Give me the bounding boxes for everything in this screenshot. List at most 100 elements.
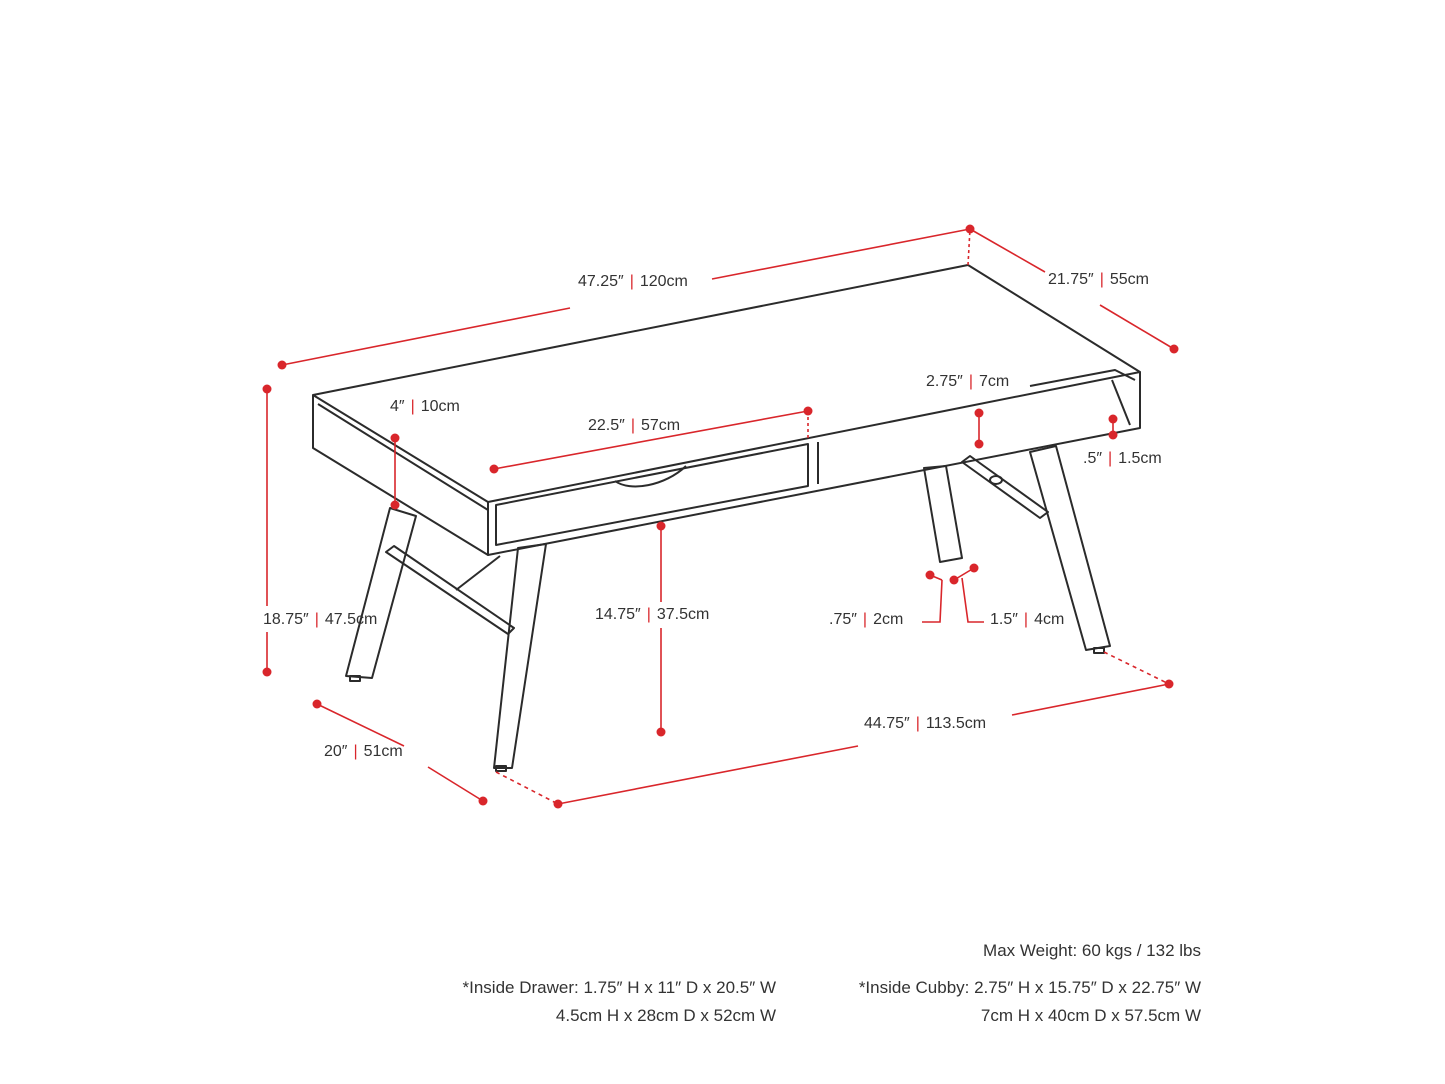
label-top-width: 47.25″ | 120cm: [578, 272, 688, 292]
front-left-leg: [493, 543, 547, 769]
label-apron-height: 4″|10cm: [390, 397, 460, 417]
dimension-dot: [656, 727, 666, 737]
cubby-opening: [1029, 369, 1136, 387]
dimension-dot: [974, 439, 984, 449]
drawer-handle: [614, 465, 687, 488]
back-right-leg: [923, 465, 963, 563]
dimension-dot: [1108, 414, 1118, 424]
dim-line-top-extension: [967, 228, 971, 266]
right-stretcher: [961, 455, 1049, 519]
separator: |: [314, 611, 319, 628]
inside-drawer-imperial: *Inside Drawer: 1.75″ H x 11″ D x 20.5″ …: [462, 978, 776, 997]
dimension-dot: [965, 224, 975, 234]
dimension-dot: [312, 699, 322, 709]
dimension-dot: [478, 796, 488, 806]
dimension-dot: [925, 570, 935, 580]
front-right-leg: [1029, 445, 1111, 651]
imperial-value: 14.75″: [595, 606, 641, 623]
cubby-back: [1111, 379, 1131, 426]
dim-line-top-width: [711, 228, 971, 280]
label-base-depth: 20″|51cm: [324, 742, 403, 762]
dim-line-base-depth: [316, 703, 405, 747]
inside-drawer-metric: 4.5cm H x 28cm D x 52cm W: [555, 1006, 776, 1025]
metric-value: 47.5cm: [324, 611, 378, 628]
label-leg-width: 1.5″ | 4cm: [990, 610, 1064, 630]
separator: |: [629, 273, 634, 290]
dimension-dot: [974, 408, 984, 418]
imperial-value: .75″: [829, 611, 857, 628]
separator: |: [915, 715, 920, 732]
label-top-depth: 21.75″|55cm: [1048, 270, 1149, 290]
metric-value: 120cm: [639, 273, 688, 290]
metric-value: 4cm: [1034, 611, 1065, 628]
dimension-dots: [262, 224, 1179, 809]
back-left-leg: [345, 507, 417, 679]
label-base-width: 44.75″|113.5cm: [864, 714, 986, 734]
left-apron-inner: [317, 403, 489, 511]
dimension-dot: [1108, 430, 1118, 440]
dimension-dot: [553, 799, 563, 809]
label-shelf-thickness: .5″|1.5cm: [1083, 449, 1162, 469]
imperial-value: 47.25″: [578, 273, 624, 290]
tabletop: [312, 264, 1141, 503]
stretcher-joint: [989, 475, 1003, 485]
separator: |: [862, 611, 868, 628]
dimension-dot: [390, 433, 400, 443]
max-weight-note: Max Weight: 60 kgs / 132 lbs: [983, 941, 1201, 960]
left-apron: [312, 395, 489, 556]
dimension-dot: [949, 575, 959, 585]
metric-value: 2cm: [873, 611, 904, 628]
dimension-dot: [1169, 344, 1179, 354]
imperial-value: 20″: [324, 743, 348, 760]
left-cross-brace: [455, 555, 501, 591]
dimension-lines: [266, 228, 1175, 805]
dimension-dot: [262, 667, 272, 677]
foot: [349, 675, 361, 682]
imperial-value: .5″: [1083, 450, 1103, 467]
metric-value: 55cm: [1109, 271, 1149, 288]
label-cubby-height: 2.75″ | 7cm: [926, 372, 1009, 392]
dim-line-base-depth: [427, 766, 484, 802]
left-stretcher: [385, 545, 515, 635]
dimension-dot: [803, 406, 813, 416]
dimension-dot: [390, 500, 400, 510]
dim-line-drawer-width: [493, 410, 809, 470]
dim-line-top-depth: [969, 228, 1046, 273]
separator: |: [353, 743, 358, 760]
imperial-value: 1.5″: [990, 611, 1018, 628]
foot: [1093, 647, 1105, 654]
separator: |: [968, 373, 973, 390]
imperial-value: 44.75″: [864, 715, 910, 732]
separator: |: [630, 417, 635, 434]
inside-cubby-metric: 7cm H x 40cm D x 57.5cm W: [980, 1006, 1201, 1025]
dim-line-leg-width: [961, 577, 984, 623]
imperial-value: 2.75″: [926, 373, 963, 390]
inside-cubby-imperial: *Inside Cubby: 2.75″ H x 15.75″ D x 22.7…: [858, 978, 1201, 997]
dim-line-top-depth: [1099, 304, 1175, 350]
front-apron: [487, 372, 1141, 556]
label-overall-height: 18.75″ | 47.5cm: [263, 610, 377, 630]
dim-line-base-width: [1011, 683, 1170, 716]
metric-value: 10cm: [420, 398, 460, 415]
dimension-dot: [656, 521, 666, 531]
dim-line-base-width-extension: [495, 771, 559, 805]
dimension-dot: [969, 563, 979, 573]
separator: |: [1023, 611, 1029, 628]
imperial-value: 22.5″: [588, 417, 625, 434]
imperial-value: 18.75″: [263, 611, 309, 628]
label-leg-thickness: .75″ | 2cm: [829, 610, 903, 630]
label-drawer-width: 22.5″|57cm: [588, 416, 680, 436]
separator: |: [1099, 271, 1104, 288]
table-outline: [312, 264, 1141, 772]
dim-line-base-width-extension: [1103, 651, 1170, 685]
dim-line-top-width: [281, 307, 571, 366]
dimension-dot: [262, 384, 272, 394]
metric-value: 1.5cm: [1118, 450, 1162, 467]
drawer-front: [495, 443, 809, 546]
metric-value: 7cm: [978, 373, 1010, 390]
dim-line-base-width: [557, 745, 859, 805]
imperial-value: 4″: [390, 398, 405, 415]
dimension-dot: [489, 464, 499, 474]
